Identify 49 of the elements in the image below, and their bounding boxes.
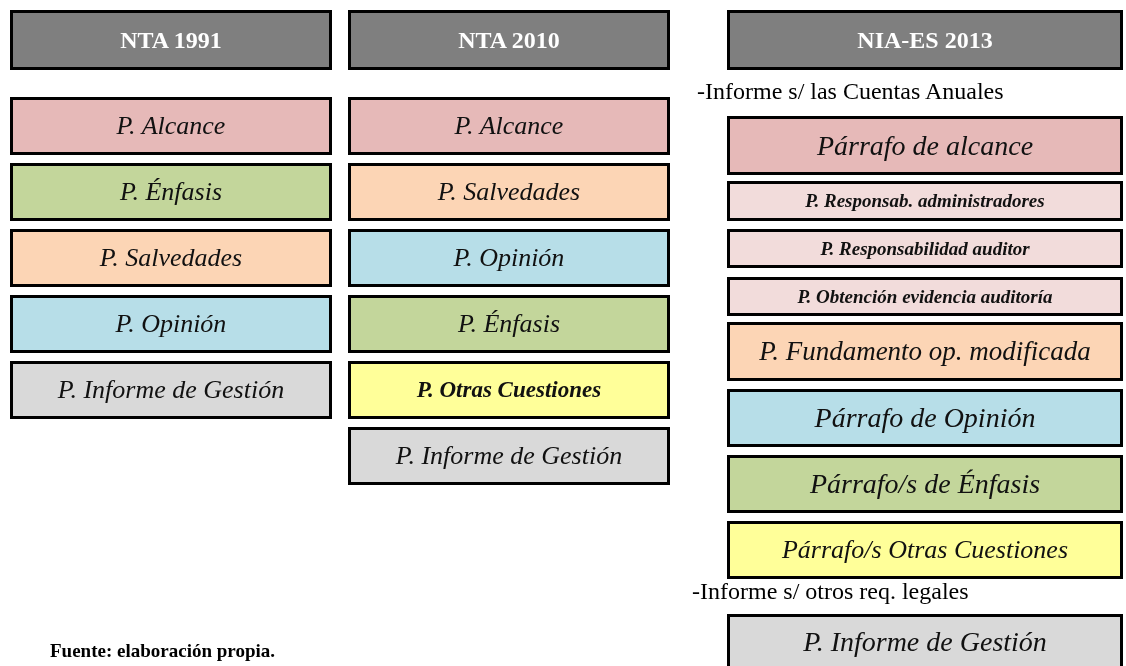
section-heading: -Informe s/ otros req. legales [692,578,969,605]
paragraph-text: P. Responsabilidad auditor [820,237,1030,260]
paragraph-box [727,521,1123,579]
paragraph-text: P. Opinión [453,243,565,273]
paragraph-box [727,614,1123,666]
paragraph-box [727,116,1123,175]
paragraph-text: P. Opinión [115,309,227,339]
paragraph-text: Párrafo de alcance [816,129,1034,162]
paragraph-box [348,229,670,287]
paragraph-box [10,97,332,155]
paragraph-box [10,229,332,287]
paragraph-text: P. Fundamento op. modificada [759,336,1091,367]
column-header [727,10,1123,70]
paragraph-text: P. Salvedades [437,177,581,207]
paragraph-text: Párrafo/s de Énfasis [809,468,1041,500]
paragraph-text: P. Alcance [116,111,226,141]
header-text: NTA 2010 [458,26,560,54]
paragraph-box [727,322,1123,381]
paragraph-text: Párrafo/s Otras Cuestiones [782,535,1068,565]
paragraph-box [727,389,1123,447]
paragraph-text: P. Informe de Gestión [57,375,285,405]
paragraph-text: P. Otras Cuestiones [416,377,602,403]
source-note: Fuente: elaboración propia. [50,640,275,662]
paragraph-box [348,427,670,485]
paragraph-box [727,229,1123,268]
paragraph-box [10,163,332,221]
paragraph-box [348,361,670,419]
paragraph-box [727,181,1123,221]
section-heading: -Informe s/ las Cuentas Anuales [697,78,1004,105]
column-header [348,10,670,70]
paragraph-box [348,97,670,155]
paragraph-text: P. Énfasis [457,309,561,339]
paragraph-box [727,277,1123,316]
paragraph-text: Párrafo de Opinión [814,402,1036,434]
paragraph-box [348,295,670,353]
paragraph-text: P. Énfasis [119,177,223,207]
column-header [10,10,332,70]
paragraph-box [10,295,332,353]
paragraph-text: P. Informe de Gestión [803,626,1047,658]
paragraph-text: P. Informe de Gestión [395,441,623,471]
paragraph-text: P. Responsab. administradores [805,190,1045,212]
paragraph-box [10,361,332,419]
paragraph-text: P. Obtención evidencia auditoría [797,285,1053,308]
paragraph-text: P. Alcance [454,111,564,141]
header-text: NIA-ES 2013 [857,26,993,54]
paragraph-text: P. Salvedades [99,243,243,273]
header-text: NTA 1991 [120,26,222,54]
paragraph-box [348,163,670,221]
paragraph-box [727,455,1123,513]
